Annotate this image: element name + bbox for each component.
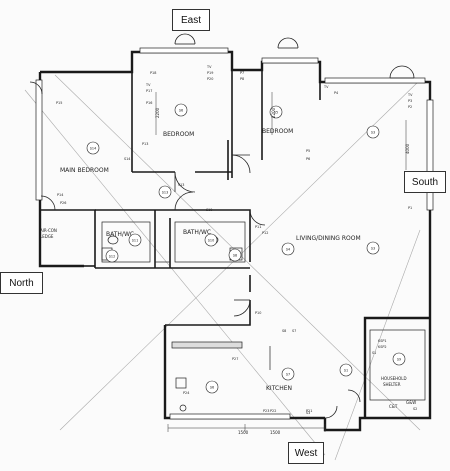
point-s8: S8	[282, 329, 286, 333]
point-s1: S1	[372, 351, 376, 355]
room-bath-1: BATH/WC	[106, 231, 134, 238]
point-p20: P20	[207, 77, 213, 81]
bubble-s6a: S6	[179, 109, 183, 113]
bubble-s13: S13	[162, 191, 168, 195]
room-household-shelter-2: SHELTER	[383, 382, 401, 387]
label-ct: C&T	[389, 404, 398, 409]
point-p17: P17	[146, 89, 152, 93]
room-bedroom-2: BEDROOM	[262, 128, 293, 135]
point-p6: P6	[306, 157, 310, 161]
point-tv-1: TV	[145, 83, 151, 87]
point-p12: P12	[262, 231, 268, 235]
point-p22: P22	[270, 409, 276, 413]
bubble-s3b: S3	[371, 247, 375, 251]
point-p10: P10	[255, 311, 261, 315]
label-gw: G&W	[406, 400, 416, 405]
bubble-s6b: S6	[210, 386, 214, 390]
point-p13: P13	[142, 142, 148, 146]
point-ksp2: KSP2	[378, 345, 387, 349]
point-p16: P16	[146, 101, 152, 105]
door-swings	[29, 33, 415, 419]
room-bath-2: BATH/WC	[183, 229, 211, 236]
bubble-s4: S4	[286, 248, 290, 252]
bubble-s10: S10	[208, 239, 214, 243]
dimension-2200-a: 2200	[155, 107, 160, 118]
room-bedroom-1: BEDROOM	[163, 131, 194, 138]
bubble-s7: S7	[286, 373, 290, 377]
room-kitchen: KITCHEN	[266, 385, 292, 392]
point-p21: P21	[306, 409, 312, 413]
bubble-s1: S1	[344, 369, 348, 373]
point-p15: P15	[56, 101, 62, 105]
compass-east-label: East	[172, 9, 210, 31]
bubble-s3a: S3	[371, 131, 375, 135]
point-p1: P1	[408, 206, 412, 210]
dimension-1500-a: 1500	[238, 430, 249, 435]
point-tv-3: TV	[323, 85, 329, 89]
point-p4: P4	[334, 91, 338, 95]
point-p14: P14	[57, 193, 63, 197]
room-main-bedroom: MAIN BEDROOM	[60, 167, 109, 174]
dimension-1500-b: 1500	[270, 430, 281, 435]
compass-south-label: South	[404, 171, 446, 193]
point-p5: P5	[306, 149, 310, 153]
section-bubbles	[86, 103, 406, 394]
bubble-labels: S14 S6 S5 S3 S13 S3 S4 S10 S11 S12 S8 S6…	[90, 109, 401, 390]
outer-walls	[38, 50, 432, 432]
bubble-s14: S14	[90, 147, 96, 151]
dimension-2200-b: 2200	[271, 107, 276, 118]
point-p7: P7	[240, 71, 244, 75]
point-p2: P2	[408, 105, 412, 109]
point-ksp1: KSP1	[378, 339, 387, 343]
point-p11: P11	[255, 225, 261, 229]
point-s3: S3	[306, 411, 310, 415]
bubble-s5: S5	[274, 111, 278, 115]
bubble-s9: S9	[397, 358, 401, 362]
point-s13: S13	[178, 183, 184, 187]
point-s14: S14	[124, 157, 130, 161]
bubble-s12: S12	[109, 255, 115, 259]
dimension-4000: 4000	[405, 143, 410, 154]
room-aircon-ledge-2: LEDGE	[40, 234, 54, 239]
point-s2: S2	[413, 407, 417, 411]
point-p27: P27	[232, 357, 238, 361]
point-s10: S10	[206, 208, 212, 212]
point-tv-2: TV	[206, 65, 212, 69]
windows	[35, 47, 434, 420]
point-s7: S7	[292, 329, 296, 333]
interior-walls	[40, 70, 321, 326]
bubble-s8: S8	[233, 254, 237, 258]
point-p19: P19	[207, 71, 213, 75]
point-p8: P8	[240, 77, 244, 81]
bubble-s11: S11	[132, 239, 138, 243]
point-p3: P3	[408, 99, 412, 103]
room-living-dining: LIVING/DINING ROOM	[296, 235, 361, 242]
point-p23: P23	[263, 409, 269, 413]
point-callouts: P15 P16 P17 P18 P19 P20 P7 P4 P3 P2 P1 P…	[56, 65, 417, 415]
compass-west-label: West	[288, 442, 324, 464]
room-aircon-ledge-1: AIR-CON	[40, 228, 57, 233]
room-household-shelter-1: HOUSEHOLD	[381, 376, 407, 381]
compass-north-label: North	[0, 272, 43, 294]
point-tv-4: TV	[407, 93, 413, 97]
point-p24: P24	[183, 391, 189, 395]
point-p18: P18	[150, 71, 156, 75]
point-p26: P26	[60, 201, 66, 205]
